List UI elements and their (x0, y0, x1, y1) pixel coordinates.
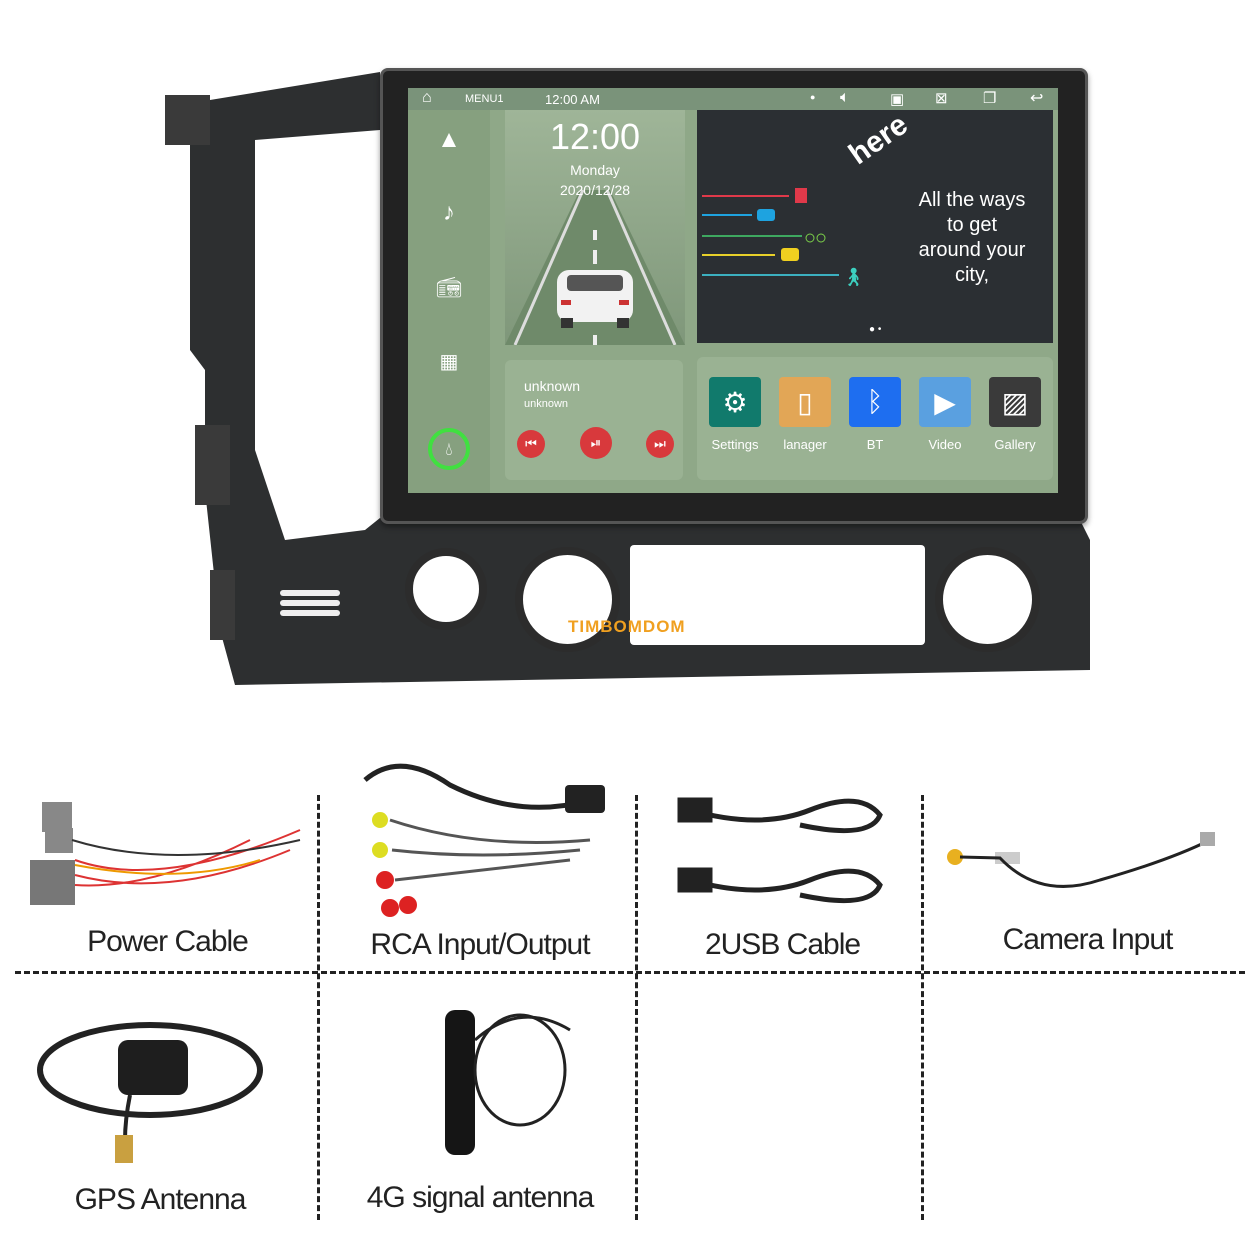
gps-antenna-image (37, 1022, 263, 1163)
divider (317, 795, 320, 1220)
tagline-line: around your (918, 239, 1026, 261)
bt-icon: ᛒ (849, 377, 901, 427)
usb-cable-image (677, 797, 883, 904)
home-icon[interactable]: ⌂ (422, 89, 432, 106)
here-maps-banner[interactable]: here 🚶︎ All the ways to get around your … (697, 98, 1053, 343)
vent-icon (280, 590, 340, 616)
apps-grid-icon[interactable]: ▦ (439, 351, 459, 373)
divider (635, 795, 638, 1220)
music-icon[interactable]: ♪ (443, 199, 455, 226)
app-bt[interactable]: ᛒ BT (845, 377, 905, 452)
divider (15, 971, 1245, 974)
divider (921, 795, 924, 1220)
back-icon[interactable]: ↩ (1030, 90, 1044, 107)
accessory-label: Camera Input (1002, 923, 1174, 956)
tagline-line: All the ways (918, 189, 1026, 211)
recent-apps-icon[interactable]: ❐ (983, 90, 997, 107)
track-title: unknown (524, 378, 581, 394)
accessory-label: 2USB Cable (704, 928, 861, 961)
clock-day: Monday (570, 162, 620, 178)
prev-button[interactable]: ⏮ (517, 430, 545, 458)
app-dock: ⚙ Settings ▯ lanager ᛒ BT ▶ Video ▨ Gallery (697, 357, 1053, 480)
head-unit-screen: ⌂ MENU1 12:00 AM ● 🔈︎ ▣ ⊠ ❐ ↩ ▲ ♪ 📻︎ ▦ 💧… (408, 88, 1058, 493)
app-label: BT (866, 437, 884, 452)
accessory-label: RCA Input/Output (370, 928, 590, 961)
radio-icon[interactable]: 📻︎ (436, 277, 462, 299)
knob-center[interactable] (515, 547, 620, 652)
music-widget[interactable]: unknown unknown ⏮ ⏯ ⏭ (505, 360, 683, 480)
power-cable-image (30, 802, 301, 905)
app-settings[interactable]: ⚙ Settings (705, 377, 765, 452)
car-icon (757, 209, 775, 221)
clock-time: 12:00 (549, 116, 641, 157)
play-pause-button[interactable]: ⏯ (580, 427, 612, 459)
navigation-icon[interactable]: ▲ (437, 126, 461, 153)
knob-right[interactable] (935, 547, 1040, 652)
accessory-label: 4G signal antenna (366, 1181, 595, 1214)
accessory-label: GPS Antenna (74, 1183, 247, 1216)
tagline-line: city, (954, 264, 990, 286)
rca-cable-image (363, 763, 605, 917)
accessory-images (30, 763, 1215, 1163)
volume-icon[interactable]: 🔈︎ (840, 89, 850, 106)
4g-antenna-image (445, 1010, 571, 1155)
next-button[interactable]: ⏭ (646, 430, 674, 458)
taxi-icon (781, 248, 799, 261)
knob-left[interactable] (405, 548, 487, 630)
gallery-icon: ▨ (989, 377, 1041, 427)
status-time: 12:00 AM (545, 92, 600, 107)
accessory-label: Power Cable (87, 925, 249, 958)
app-label: Gallery (994, 437, 1036, 452)
clock-date: 2020/12/28 (559, 182, 631, 198)
here-logo: here (842, 107, 914, 172)
watermark: TIMBOMDOM (568, 617, 686, 636)
settings-icon: ⚙ (709, 377, 761, 427)
app-label: Video (928, 437, 962, 452)
sidebar: ▲ ♪ 📻︎ ▦ 💧︎ (408, 110, 490, 493)
car-image (557, 270, 633, 328)
transport-lines: 🚶︎ (702, 188, 865, 287)
dash-frame (165, 72, 1090, 685)
train-icon (795, 188, 807, 203)
app-gallery[interactable]: ▨ Gallery (985, 377, 1045, 452)
close-app-icon[interactable]: ⊠ (935, 90, 948, 107)
track-artist: unknown (524, 398, 569, 410)
bike-icon (805, 233, 815, 243)
road-illustration (505, 189, 685, 345)
clock-widget[interactable]: 12:00 Monday 2020/12/28 (505, 110, 685, 345)
app-lanager[interactable]: ▯ lanager (775, 377, 835, 452)
video-icon: ▶ (919, 377, 971, 427)
app-label: lanager (783, 437, 827, 452)
lanager-icon: ▯ (779, 377, 831, 427)
camera-cable-image (947, 832, 1215, 888)
menu-label[interactable]: MENU1 (465, 93, 504, 105)
here-tagline: All the ways to get around your city, (897, 188, 1047, 288)
carplay-icon[interactable]: 💧︎ (428, 428, 470, 470)
screenshot-icon[interactable]: ▣ (890, 91, 905, 108)
status-bar: ⌂ MENU1 12:00 AM ● 🔈︎ ▣ ⊠ ❐ ↩ (408, 88, 1058, 110)
app-label: Settings (711, 437, 759, 452)
app-video[interactable]: ▶ Video (915, 377, 975, 452)
mic-icon: ● (810, 92, 816, 102)
tagline-line: to get (946, 214, 998, 236)
walk-icon: 🚶︎ (842, 267, 865, 287)
page-indicator[interactable]: ● • (869, 324, 882, 335)
